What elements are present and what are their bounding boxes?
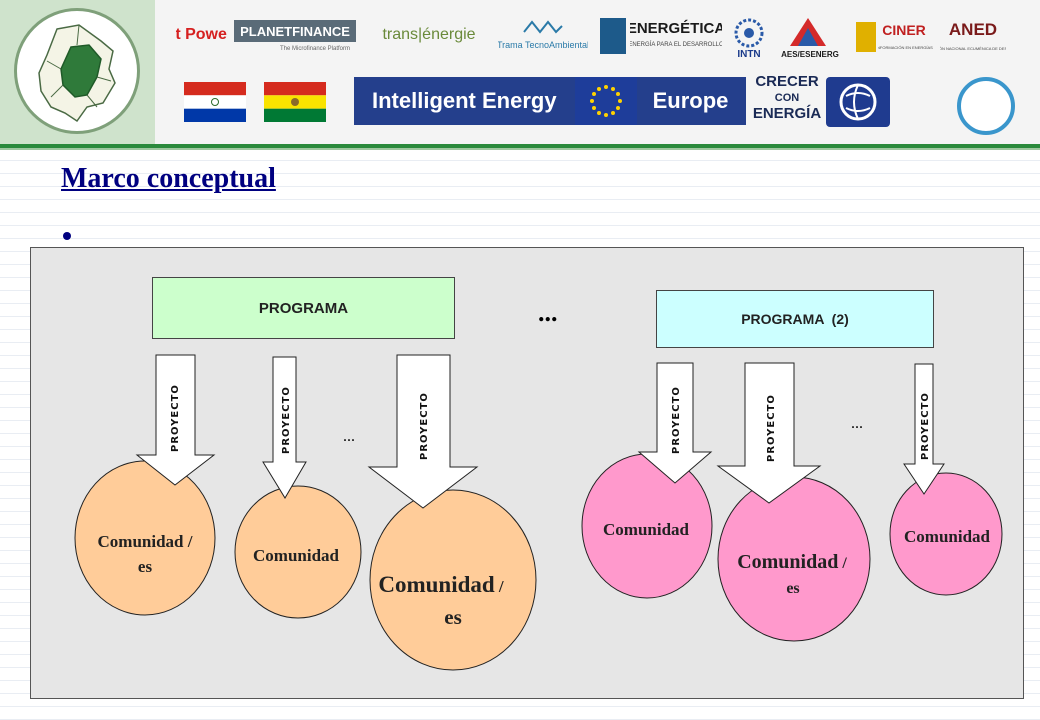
community-label-5: Comunidad / [737,551,847,573]
program-2-box: PROGRAMA (2) [656,290,934,348]
crecer-line-2: CON [774,92,800,104]
intn-mark-icon [734,18,764,48]
community-label-1-line2: es [138,557,153,576]
community-circle-2 [234,485,362,619]
crecer-con-energia-logo: CRECER CON ENERGÍA [752,74,822,128]
program-box: PROGRAMA [152,277,455,339]
planetfinance-logo: PLANETFINANCE [234,20,356,42]
map-icon [38,24,116,123]
projects-ellipsis-2: ... [851,415,863,432]
planetfinance-subtitle: The Microfinance Platform [279,46,351,52]
transenergie-logo: trans|énergie [382,26,476,43]
project-label-3: PROYECTO [419,392,430,460]
eu-flag-icon [574,77,637,125]
aes-mark-icon [790,18,826,46]
program-2-label: PROGRAMA (2) [741,311,849,327]
project-arrow-3 [367,354,479,509]
community-label-3: Comunidad / [378,572,504,597]
program-label: PROGRAMA [258,299,349,317]
project-arrow-2 [262,356,307,499]
project-arrow-4 [637,362,713,484]
header-divider-light [0,148,1040,150]
community-label-3-word: Comunidad [378,572,495,597]
bullet-point [63,232,71,240]
ciner-mark-icon [856,22,876,52]
bolivia-flag-icon [264,82,326,122]
paraguay-map-emblem [14,8,140,134]
community-label-1: Comunidad / [98,532,193,551]
map-block [0,0,155,144]
intelligent-energy-europe-banner: Intelligent Energy Europe [354,77,746,125]
aned-logo: ANED [948,20,998,39]
banner-left-text: Intelligent Energy [372,88,557,113]
itpower-logo: it Power [176,26,228,43]
energetica-mark-icon [600,18,626,54]
paraguay-flag-icon [184,82,246,122]
community-label-5-line2: es [786,580,799,597]
project-label-5: PROYECTO [766,394,777,462]
aes-logo: AES/ESENERG [781,49,839,59]
community-label-5-slash: / [838,555,847,572]
aned-subtitle: ASOCIACIÓN NACIONAL ECUMÉNICA DE DESARRO… [940,45,1006,51]
crecer-line-1: CRECER [755,73,819,90]
trama-logo: Trama TecnoAmbiental [498,40,588,50]
banner-right-text: Europe [652,88,729,113]
projects-ellipsis-1: ... [343,428,355,445]
project-label-4: PROYECTO [671,386,682,454]
project-label-1: PROYECTO [170,384,181,452]
community-label-3-line2: es [444,605,462,629]
project-label-2: PROYECTO [281,386,292,454]
header-logo-bar: it Power PLANETFINANCE The Microfinance … [0,0,1040,144]
project-arrow-1 [135,354,216,486]
energetica-logo: ENERGÉTICA [630,19,722,37]
project-label-6: PROYECTO [920,392,931,460]
ciner-logo: CINER [882,22,926,38]
energetica-subtitle: ENERGÍA PARA EL DESARROLLO [630,42,722,48]
community-label-4: Comunidad [603,520,690,539]
globe-icon [826,77,890,127]
ring-icon [957,77,1015,135]
community-label-2: Comunidad [253,546,340,565]
intn-logo: INTN [737,48,761,60]
community-circle-6 [889,472,1003,596]
ciner-subtitle: CENTRO DE INFORMACIÓN EN ENERGÍAS RENOVA… [878,44,934,50]
crecer-line-3: ENERGÍA [752,105,822,122]
community-label-3-slash: / [495,577,504,596]
community-label-5-word: Comunidad [737,551,838,573]
project-arrow-6 [903,363,945,495]
project-arrow-5 [716,362,822,504]
header-divider [0,144,1040,148]
community-label-6: Comunidad [904,527,991,546]
slide-title: Marco conceptual [61,163,276,194]
trama-mark-icon [523,20,563,34]
programs-ellipsis: ... [538,298,558,327]
community-circle-3 [369,489,537,671]
